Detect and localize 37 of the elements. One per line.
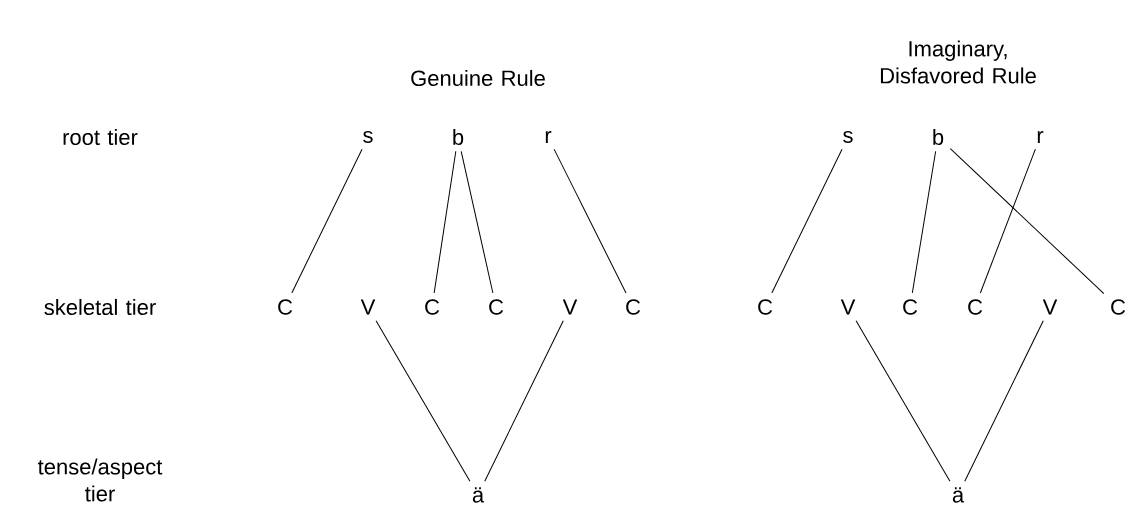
tier-symbol: ä: [472, 487, 485, 503]
association-line: [979, 148, 1036, 294]
tier-symbol: b: [933, 128, 944, 146]
tier-symbol: r: [1037, 131, 1044, 143]
association-line: [855, 320, 951, 482]
association-line: [291, 148, 363, 294]
tier-symbol: C: [626, 299, 641, 315]
tier-label: skeletal tier: [44, 298, 156, 316]
title: Genuine Rule: [411, 69, 545, 87]
tier-symbol: s: [363, 131, 373, 143]
tier-symbol: V: [1042, 299, 1058, 315]
tier-symbol: C: [489, 299, 504, 315]
association-line: [911, 150, 937, 294]
association-line: [460, 150, 494, 294]
tier-symbol: V: [562, 299, 578, 315]
title: Imaginary, Disfavored Rule: [880, 40, 1036, 84]
tier-symbol: C: [758, 299, 773, 315]
association-line: [771, 148, 843, 294]
association-line: [433, 150, 457, 294]
tier-symbol: s: [843, 131, 853, 143]
association-line: [553, 148, 627, 294]
association-line: [375, 320, 471, 482]
tier-symbol: C: [903, 299, 918, 315]
tier-symbol: C: [1111, 299, 1126, 315]
tier-symbol: V: [360, 299, 376, 315]
tier-label: tense/aspect tier: [37, 458, 163, 502]
tier-symbol: r: [545, 131, 552, 143]
tier-symbol: C: [278, 299, 293, 315]
tier-symbol: V: [840, 299, 856, 315]
tier-label: root tier: [63, 128, 138, 146]
association-line: [484, 320, 564, 482]
association-line: [964, 320, 1044, 482]
tier-symbol: C: [425, 299, 440, 315]
tier-symbol: ä: [952, 487, 965, 503]
tier-symbol: b: [453, 128, 464, 146]
tier-symbol: C: [968, 299, 983, 315]
association-line: [949, 148, 1105, 295]
